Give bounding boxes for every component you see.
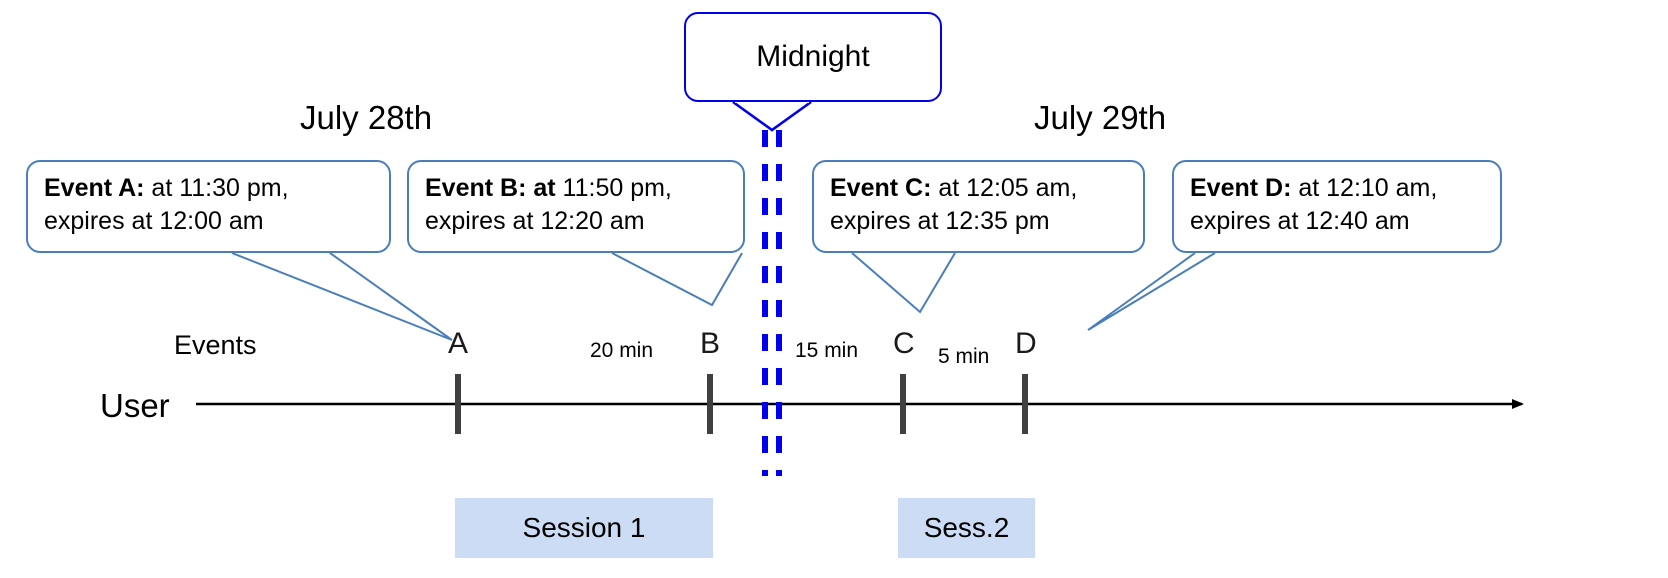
event-callout-d-line1: Event D: at 12:10 am,: [1190, 172, 1486, 205]
user-row-label: User: [100, 387, 170, 425]
leader-event-a: [231, 252, 453, 341]
event-callout-c-line1: Event C: at 12:05 am,: [830, 172, 1129, 205]
event-callout-b-time: 11:50 pm,: [555, 174, 672, 202]
event-callout-c-time: at 12:05 am,: [931, 174, 1078, 202]
axis-tick-marks: [455, 374, 1028, 434]
event-callout-c-title: Event C:: [830, 174, 932, 202]
event-callout-b: Event B: at 11:50 pm, expires at 12:20 a…: [407, 160, 745, 253]
event-callout-d-time: at 12:10 am,: [1291, 174, 1438, 202]
tick-label-d: D: [1015, 327, 1037, 361]
midnight-callout-tail: [732, 99, 812, 132]
callout-leader-lines: [231, 252, 1216, 341]
interval-label-c-d-text: 5 min: [938, 345, 990, 368]
event-callout-c-line2: expires at 12:35 pm: [830, 206, 1050, 235]
event-callout-d-title: Event D:: [1190, 174, 1292, 202]
event-callout-b-line2: expires at 12:20 am: [425, 206, 645, 235]
tick-label-a-text: A: [448, 327, 469, 360]
event-callout-b-line1: Event B: at 11:50 pm,: [425, 172, 729, 205]
session-block-1-label: Session 1: [522, 512, 646, 543]
tick-label-c-text: C: [893, 327, 915, 360]
date-label-july-29: July 29th: [1034, 99, 1166, 137]
event-callout-a-line1: Event A: at 11:30 pm,: [44, 172, 375, 205]
date-label-text: July 28th: [300, 99, 433, 136]
interval-label-c-d: 5 min: [938, 345, 989, 369]
interval-label-b-c: 15 min: [795, 339, 858, 363]
event-callout-a-line2: expires at 12:00 am: [44, 206, 264, 235]
tick-label-c: C: [893, 327, 915, 361]
interval-label-b-c-text: 15 min: [795, 339, 859, 362]
event-callout-d: Event D: at 12:10 am, expires at 12:40 a…: [1172, 160, 1502, 253]
event-callout-a-title: Event A:: [44, 174, 145, 202]
interval-label-a-b-text: 20 min: [590, 339, 654, 362]
date-label-text: July 29th: [1034, 99, 1167, 136]
interval-label-a-b: 20 min: [590, 339, 653, 363]
user-row-label-text: User: [100, 387, 170, 424]
events-row-label: Events: [174, 330, 257, 361]
tick-label-d-text: D: [1015, 327, 1037, 360]
tick-label-b: B: [700, 327, 720, 361]
leader-event-c: [851, 252, 956, 314]
leader-event-b: [611, 252, 743, 307]
event-callout-a-time: at 11:30 pm,: [144, 174, 289, 202]
midnight-label: Midnight: [756, 40, 870, 73]
tick-label-a: A: [448, 327, 468, 361]
session-block-1: Session 1: [455, 498, 713, 558]
session-block-2-label: Sess.2: [923, 512, 1010, 543]
session-block-2: Sess.2: [898, 498, 1035, 558]
tick-label-b-text: B: [700, 327, 721, 360]
midnight-dashed-line: [762, 130, 782, 476]
date-label-july-28: July 28th: [300, 99, 432, 137]
event-callout-b-title: Event B: at: [425, 174, 556, 202]
event-callout-a: Event A: at 11:30 pm, expires at 12:00 a…: [26, 160, 391, 253]
event-callout-d-line2: expires at 12:40 am: [1190, 206, 1410, 235]
midnight-callout: Midnight: [684, 12, 942, 102]
leader-event-d: [1087, 252, 1216, 331]
event-callout-c: Event C: at 12:05 am, expires at 12:35 p…: [812, 160, 1145, 253]
events-row-label-text: Events: [174, 330, 257, 360]
